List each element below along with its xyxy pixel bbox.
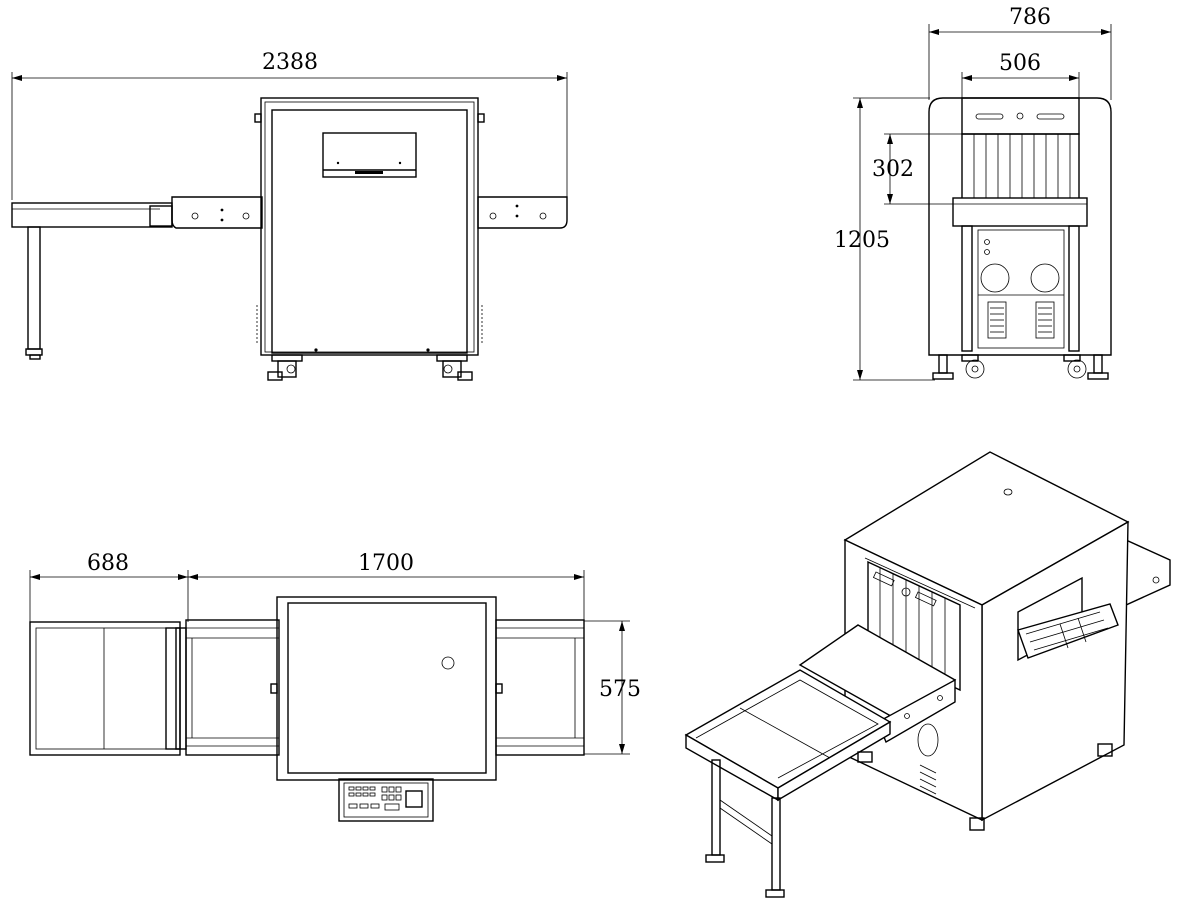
front-width-dimension: 2388: [11, 50, 568, 200]
dim-786: 786: [1009, 5, 1051, 30]
isometric-view: [684, 451, 1171, 898]
top-main-length-dimension: 1700: [188, 551, 585, 622]
side-view: 786 506 1205 302: [834, 5, 1112, 381]
dim-688: 688: [87, 551, 129, 576]
side-overall-width-dimension: 786: [928, 5, 1112, 100]
dim-2388: 2388: [262, 50, 318, 75]
top-depth-dimension: 575: [584, 620, 641, 755]
dim-1700: 1700: [358, 551, 414, 576]
front-view: 2388: [11, 50, 568, 381]
dim-575: 575: [599, 677, 641, 702]
dim-302: 302: [872, 157, 914, 182]
dim-506: 506: [999, 51, 1041, 76]
dim-1205: 1205: [834, 228, 890, 253]
top-view: 688 1700 575: [29, 551, 641, 822]
side-tunnel-height-dimension: 302: [872, 133, 962, 205]
side-height-dimension: 1205: [834, 97, 935, 381]
top-roller-length-dimension: 688: [29, 551, 189, 622]
panel-keys: [348, 786, 402, 811]
side-tunnel-width-dimension: 506: [961, 51, 1080, 100]
